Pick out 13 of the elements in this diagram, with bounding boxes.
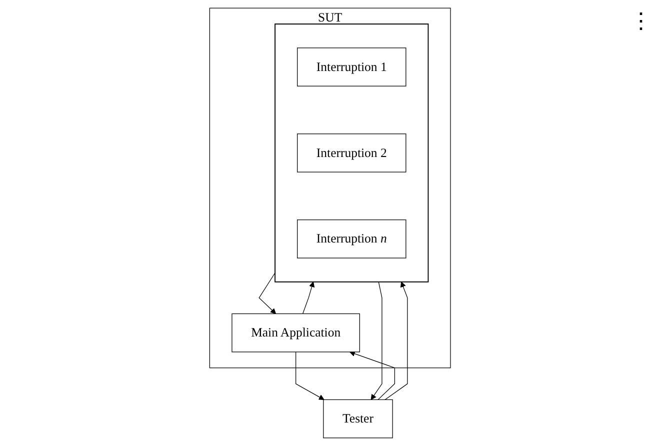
arrow: [349, 350, 395, 400]
node-box: Main Application: [232, 312, 360, 352]
arrow: [302, 281, 314, 314]
arrow: [370, 281, 382, 400]
node-box: Interruption 1: [296, 47, 406, 86]
arrow: [258, 272, 276, 314]
node-box: Interruption 2: [296, 133, 406, 172]
arrow: [384, 281, 408, 400]
arrow: [295, 351, 324, 400]
node-box: Tester: [323, 398, 393, 438]
ellipsis-text: ⋮: [630, 8, 652, 34]
cluster: [274, 23, 429, 282]
node-box: Interruption n: [296, 219, 406, 258]
